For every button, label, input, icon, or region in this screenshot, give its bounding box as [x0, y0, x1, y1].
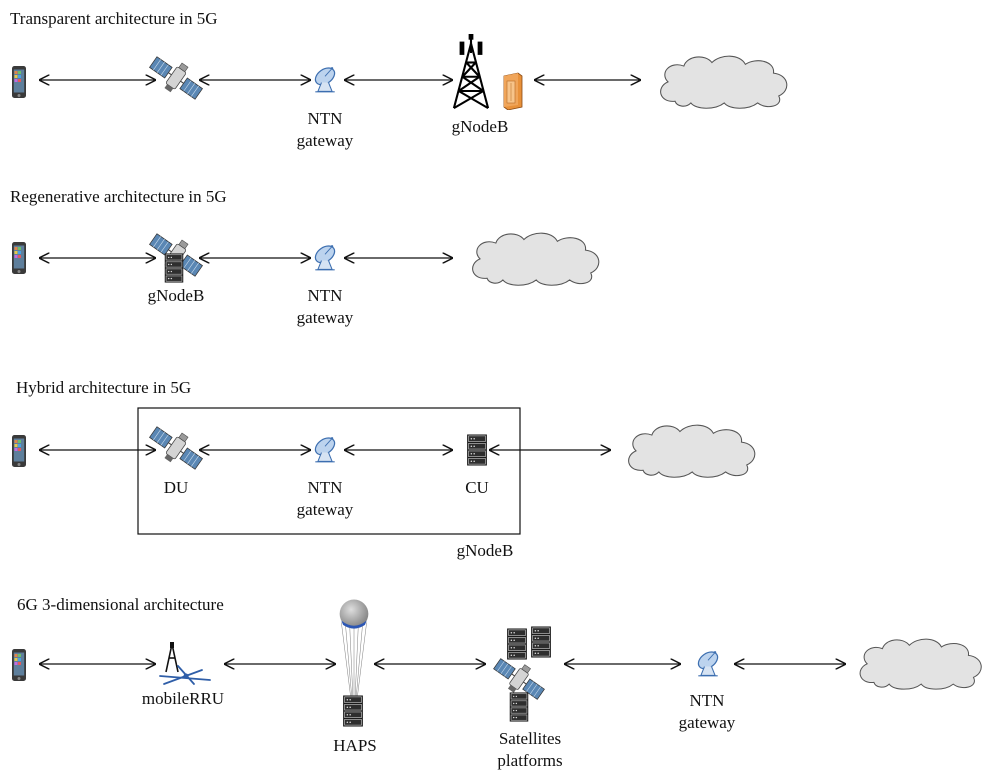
du-label: DU	[163, 478, 189, 497]
phone-icon	[12, 435, 26, 467]
ntn-gateway-label: NTN gateway	[296, 109, 354, 150]
gnodeb-box-label: gNodeB	[456, 541, 514, 560]
cloud-icon	[472, 232, 600, 286]
satellite-icon	[146, 53, 206, 103]
server-rack-icon	[506, 628, 528, 660]
connection-arrows	[40, 80, 845, 664]
phone-icon	[12, 242, 26, 274]
satellite-gnodeb-label: gNodeB	[147, 286, 205, 305]
6g-architecture-title: 6G 3-dimensional architecture	[17, 595, 224, 614]
satellites-platforms-label: Satellites platforms	[497, 729, 563, 770]
satellite-dish-icon	[694, 648, 722, 677]
satellite-dish-icon	[311, 64, 339, 93]
haps-label: HAPS	[333, 736, 377, 755]
satellite-dish-icon	[311, 434, 339, 463]
cell-tower-icon	[452, 34, 490, 110]
server-rack-icon	[509, 692, 529, 722]
server-rack-icon	[466, 434, 488, 466]
server-rack-icon	[342, 695, 364, 727]
regenerative-architecture-title: Regenerative architecture in 5G	[10, 187, 227, 206]
gnodeb-label: gNodeB	[451, 117, 509, 136]
phone-icon	[12, 66, 26, 98]
mobile-rru-label: mobileRRU	[141, 689, 225, 708]
transparent-architecture-title: Transparent architecture in 5G	[10, 9, 218, 28]
ntn-gateway-label: NTN gateway	[296, 286, 354, 327]
cloud-icon	[859, 638, 982, 690]
balloon-icon	[339, 599, 369, 704]
server-rack-icon	[530, 626, 552, 658]
cu-label: CU	[465, 478, 489, 497]
satellite-icon	[146, 423, 206, 473]
base-station-cabinet-icon	[503, 72, 523, 110]
mobile-rru-icon	[159, 642, 211, 685]
ntn-gateway-label: NTN gateway	[678, 691, 736, 732]
server-rack-icon	[164, 253, 184, 283]
cloud-icon	[628, 424, 756, 478]
cloud-icon	[660, 55, 788, 109]
gnodeb-boundary-box	[137, 407, 521, 535]
hybrid-architecture-title: Hybrid architecture in 5G	[16, 378, 192, 397]
ntn-gateway-label: NTN gateway	[296, 478, 354, 519]
satellite-dish-icon	[311, 242, 339, 271]
phone-icon	[12, 649, 26, 681]
